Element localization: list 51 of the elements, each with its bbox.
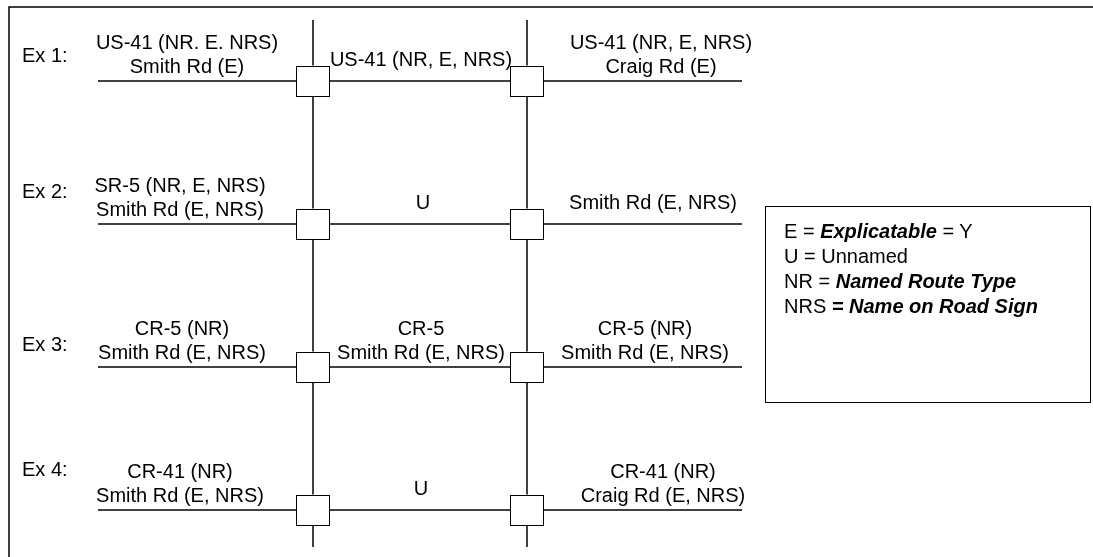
road-line: [97, 80, 297, 82]
road-label: U: [415, 190, 431, 214]
road-line: [97, 509, 297, 511]
intersection-box: [296, 208, 330, 240]
road-line: [526, 238, 528, 353]
road-line: [312, 238, 314, 353]
road-label: CR-5 (NR) Smith Rd (E, NRS): [98, 316, 266, 364]
intersection-box: [510, 494, 544, 526]
example-label: Ex 2:: [22, 179, 68, 203]
road-line: [312, 19, 314, 67]
road-label: US-41 (NR, E, NRS): [329, 47, 513, 71]
road-line: [526, 524, 528, 548]
road-label: U: [413, 476, 429, 500]
road-line: [526, 95, 528, 210]
road-line: [526, 19, 528, 67]
intersection-box: [510, 208, 544, 240]
road-label: Smith Rd (E, NRS): [569, 190, 737, 214]
road-line: [312, 381, 314, 496]
legend-box: [765, 206, 1091, 403]
example-label: Ex 3:: [22, 332, 68, 356]
road-line: [97, 366, 297, 368]
road-label: SR-5 (NR, E, NRS) Smith Rd (E, NRS): [94, 173, 266, 221]
road-line: [312, 524, 314, 548]
legend-text: NR = Named Route Type: [784, 269, 1018, 294]
legend-text: E = Explicatable = Y: [784, 219, 974, 244]
road-line: [543, 223, 743, 225]
road-label: US-41 (NR. E. NRS) Smith Rd (E): [95, 30, 279, 78]
road-line: [329, 366, 511, 368]
example-label: Ex 1:: [22, 43, 68, 67]
intersection-box: [510, 351, 544, 383]
road-label: CR-41 (NR) Craig Rd (E, NRS): [580, 459, 746, 507]
road-line: [329, 223, 511, 225]
road-label: CR-5 (NR) Smith Rd (E, NRS): [561, 316, 729, 364]
road-line: [97, 223, 297, 225]
intersection-box: [296, 65, 330, 97]
road-label: US-41 (NR, E, NRS) Craig Rd (E): [569, 30, 753, 78]
road-line: [329, 80, 511, 82]
intersection-box: [296, 494, 330, 526]
legend-text: U = Unnamed: [784, 244, 909, 269]
road-label: CR-5 Smith Rd (E, NRS): [337, 316, 505, 364]
road-line: [543, 366, 743, 368]
example-label: Ex 4:: [22, 457, 68, 481]
intersection-box: [296, 351, 330, 383]
road-line: [329, 509, 511, 511]
intersection-box: [510, 65, 544, 97]
road-label: CR-41 (NR) Smith Rd (E, NRS): [96, 459, 264, 507]
road-line: [543, 509, 743, 511]
road-line: [312, 95, 314, 210]
legend-text: NRS = Name on Road Sign: [784, 294, 1039, 319]
road-line: [543, 80, 743, 82]
road-line: [526, 381, 528, 496]
